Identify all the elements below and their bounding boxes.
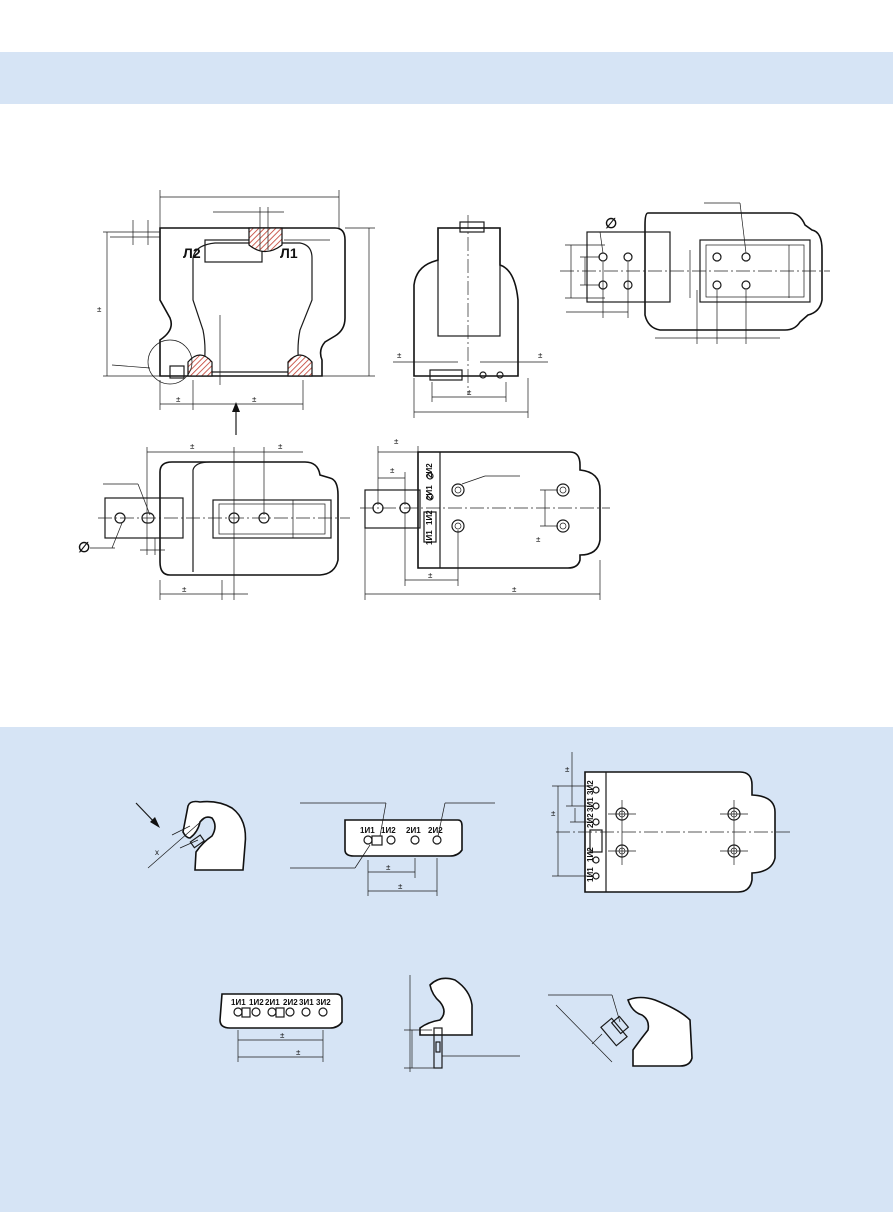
detail-terminal-strip-a: 1И1 1И2 2И1 2И2 ± ± <box>290 802 495 896</box>
dim-tol-14: ± <box>536 535 541 544</box>
terminal-1n2-label: 1И2 <box>425 510 434 525</box>
side-view: ± ± ± <box>393 215 548 418</box>
dim-tol-17: ± <box>565 765 570 774</box>
terminal-1n1-label: 1И1 <box>425 530 434 545</box>
strip-c-3n2: 3И2 <box>586 780 595 795</box>
diameter-symbol-2: ∅ <box>78 539 90 555</box>
detail-terminal-corner: x <box>135 800 247 871</box>
detail-terminal-pin <box>404 975 520 1072</box>
dim-tol-19: ± <box>280 1031 285 1040</box>
terminal-l1-label: Л1 <box>280 245 298 261</box>
strip-b-1n2: 1И2 <box>249 998 264 1007</box>
dim-tol-10: ± <box>394 437 399 446</box>
strip-c-1n2: 1И2 <box>586 847 595 862</box>
dim-tol-15: ± <box>386 863 391 872</box>
strip-b-1n1: 1И1 <box>231 998 246 1007</box>
dim-tol-16: ± <box>398 882 403 891</box>
detail-terminal-strip-b: 1И1 1И2 2И1 2И2 3И1 3И2 ± ± <box>219 993 343 1062</box>
detail-angled-connector <box>548 994 693 1067</box>
bottom-view-right: 2И2 2И1 1И2 1И1 ± ± ± ± ± <box>360 437 610 600</box>
dim-tol-7: ± <box>190 442 195 451</box>
dim-tol-8: ± <box>278 442 283 451</box>
dim-tol-11: ± <box>390 466 395 475</box>
detail-bottom-three-windings: 3И2 3И1 2И2 1И2 1И1 ± ± <box>551 752 790 893</box>
strip-a-2n1: 2И1 <box>406 826 421 835</box>
strip-c-3n1: 3И1 <box>586 797 595 812</box>
terminal-l2-label: Л2 <box>183 245 201 261</box>
strip-a-1n1: 1И1 <box>360 826 375 835</box>
strip-c-2n2: 2И2 <box>586 813 595 828</box>
strip-b-2n1: 2И1 <box>265 998 280 1007</box>
strip-a-1n2: 1И2 <box>381 826 396 835</box>
strip-b-3n1: 3И1 <box>299 998 314 1007</box>
dim-tol-20: ± <box>296 1048 301 1057</box>
terminal-2n1-label: 2И1 <box>425 485 434 500</box>
bottom-view-left: ∅ ± ± ± <box>78 442 350 600</box>
strip-b-2n2: 2И2 <box>283 998 298 1007</box>
dim-tol-12: ± <box>428 571 433 580</box>
dim-tol-4: ± <box>397 351 402 360</box>
dim-tol-1: ± <box>97 305 102 314</box>
dim-tol-9: ± <box>182 585 187 594</box>
strip-c-1n1: 1И1 <box>586 867 595 882</box>
dim-tol-18: ± <box>551 809 556 818</box>
top-view-right: ∅ <box>560 202 830 344</box>
detail-x-label: x <box>155 848 159 857</box>
terminal-2n2-label: 2И2 <box>425 463 434 478</box>
dim-tol-2: ± <box>176 395 181 404</box>
dim-tol-3: ± <box>252 395 257 404</box>
strip-b-3n2: 3И2 <box>316 998 331 1007</box>
diameter-symbol-1: ∅ <box>605 215 617 231</box>
strip-a-2n2: 2И2 <box>428 826 443 835</box>
dim-tol-6: ± <box>467 388 472 397</box>
dim-tol-5: ± <box>538 351 543 360</box>
header-band <box>0 52 893 104</box>
dim-tol-13: ± <box>512 585 517 594</box>
front-view: Л2 Л1 ± ± ± <box>97 190 375 435</box>
